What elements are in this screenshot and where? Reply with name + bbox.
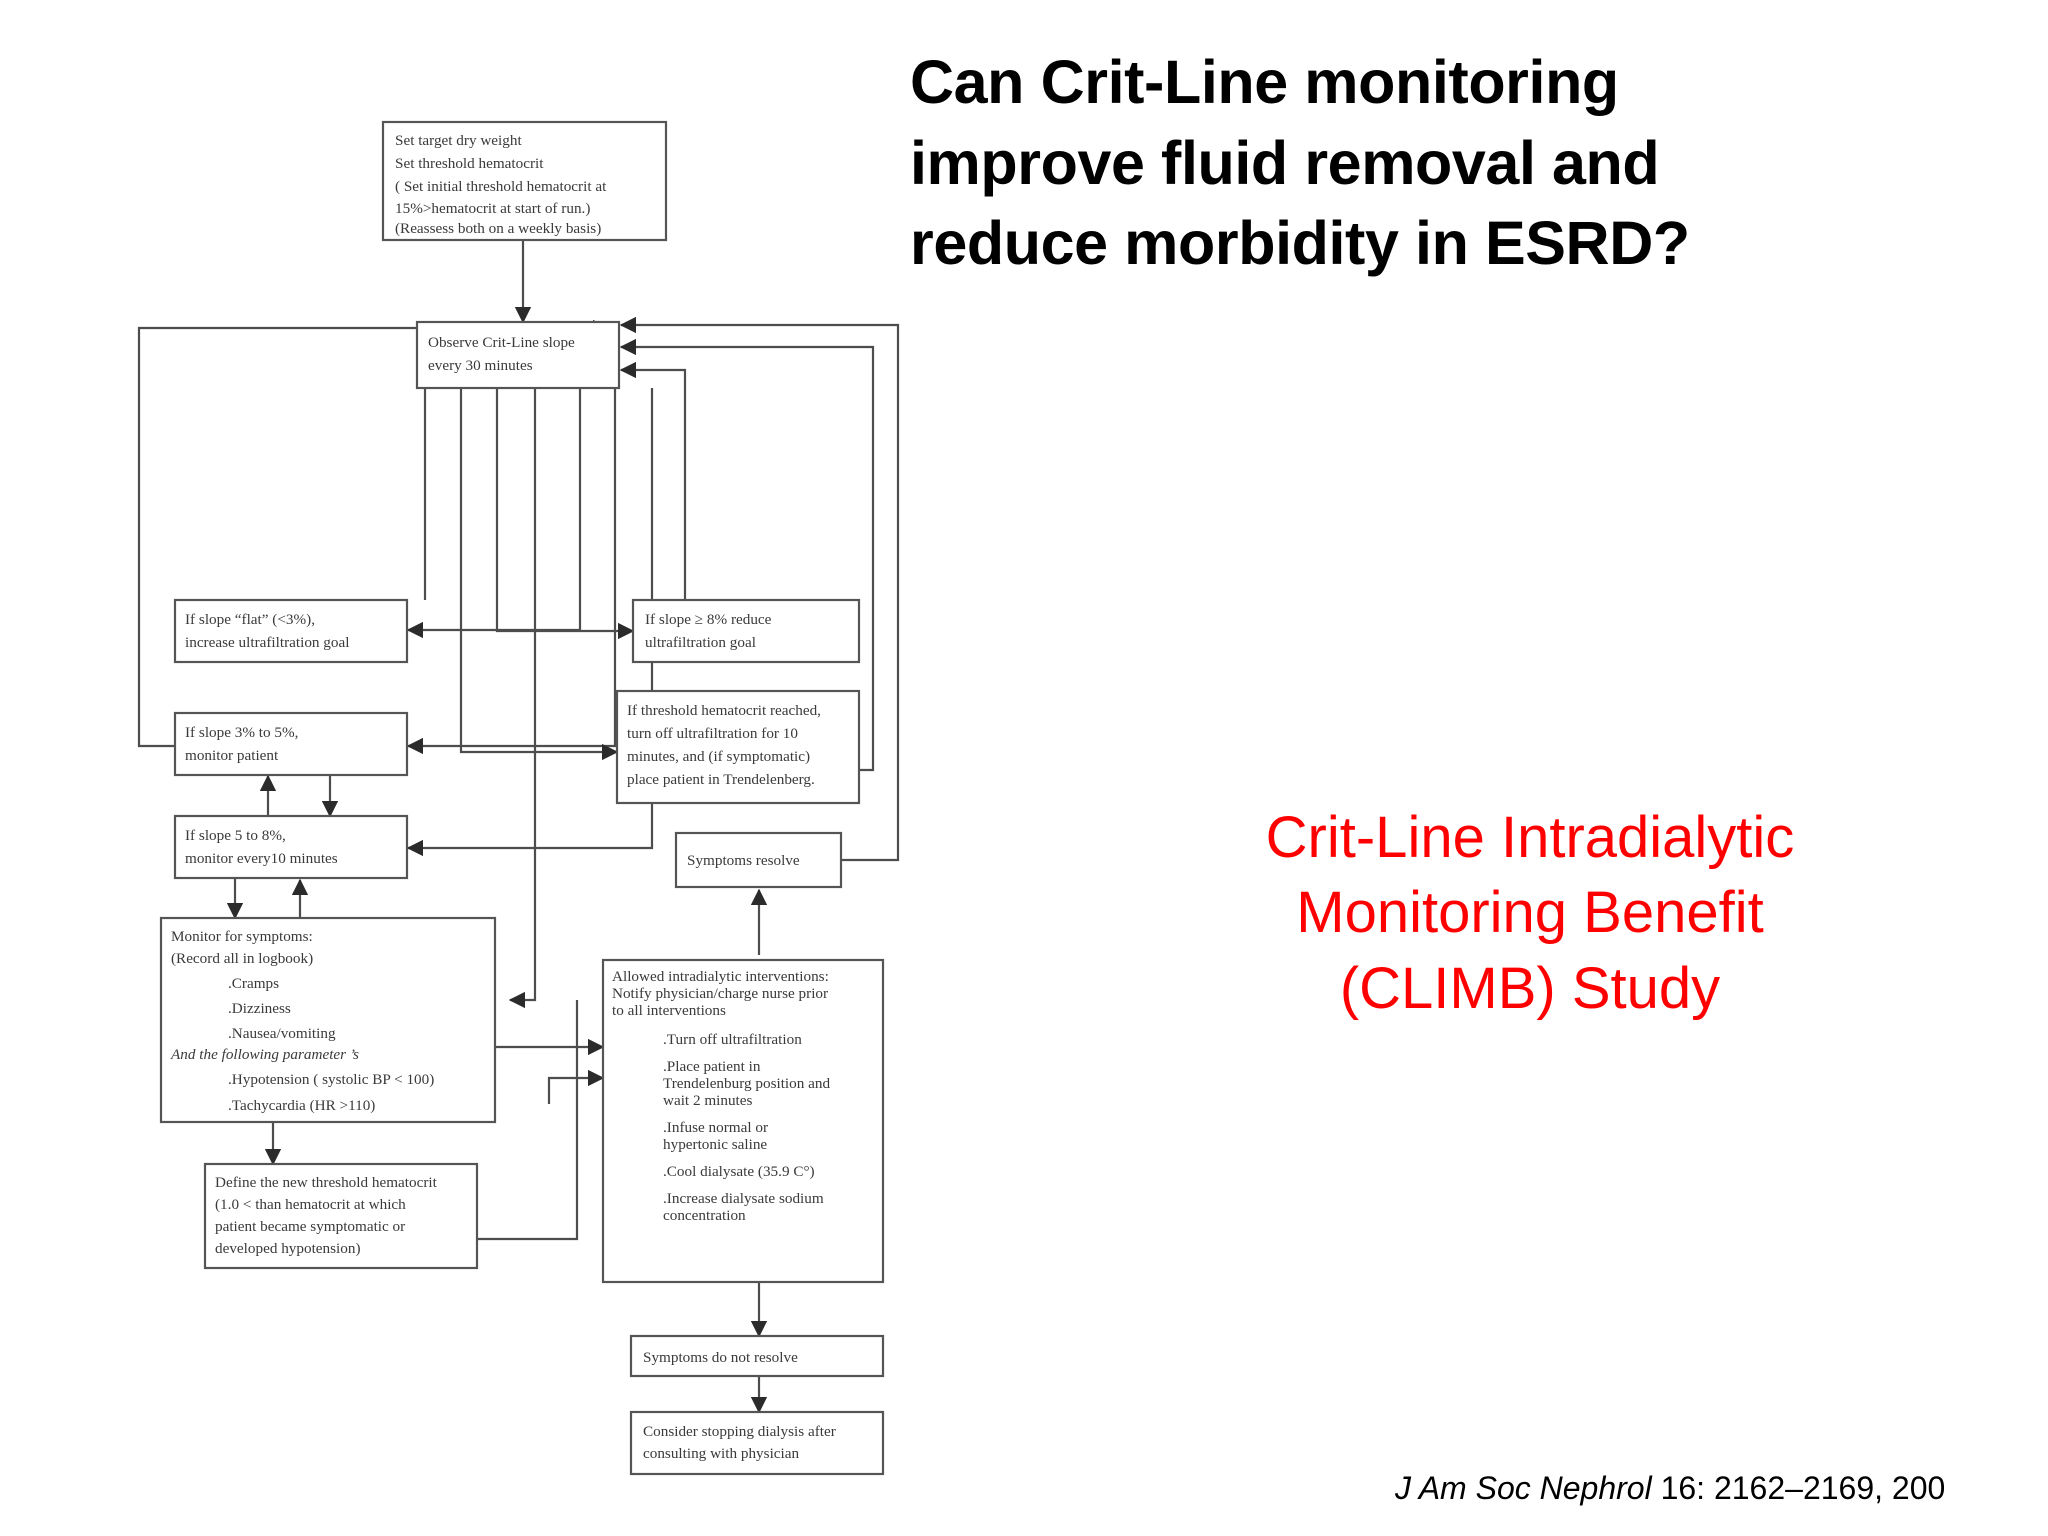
link-3to5-to-observe xyxy=(137,319,610,748)
interventions-line-5: .Place patient in xyxy=(663,1058,761,1075)
slope-3-to-5-box: If slope 3% to 5%, monitor patient xyxy=(173,711,409,777)
consider-line-2: consulting with physician xyxy=(643,1445,799,1462)
monitor-line-7: .Hypotension ( systolic BP < 100) xyxy=(228,1071,434,1088)
define-new-threshold-box: Define the new threshold hematocrit (1.0… xyxy=(203,1162,479,1270)
title-line-3: reduce morbidity in ESRD? xyxy=(910,209,1690,278)
interventions-line-11: .Increase dialysate sodium xyxy=(663,1190,824,1207)
consider-stopping-dialysis-box: Consider stopping dialysis after consult… xyxy=(629,1410,885,1476)
link-observe-to-monitor-symptoms xyxy=(508,388,537,1009)
study-name-line-2: Monitoring Benefit xyxy=(1296,880,1764,946)
interventions-line-3: to all interventions xyxy=(612,1002,726,1019)
observe-slope-box: Observe Crit-Line slope every 30 minutes xyxy=(415,320,621,390)
slope-flat-box: If slope “flat” (<3%), increase ultrafil… xyxy=(173,598,409,664)
five-eight-line-2: monitor every10 minutes xyxy=(185,850,338,867)
set-targets-line-2: Set threshold hematocrit xyxy=(395,155,544,172)
set-targets-line-4: 15%>hematocrit at start of run.) xyxy=(395,200,590,217)
flowchart: Set target dry weight Set threshold hema… xyxy=(0,100,1050,1476)
interventions-line-10: .Cool dialysate (35.9 C°) xyxy=(663,1163,815,1180)
flat-line-1: If slope “flat” (<3%), xyxy=(185,611,315,628)
set-targets-box: Set target dry weight Set threshold hema… xyxy=(381,120,668,242)
link-resolve-to-observe xyxy=(619,316,900,862)
citation-journal: J Am Soc Nephrol xyxy=(1395,1470,1652,1506)
monitor-line-8: .Tachycardia (HR >110) xyxy=(228,1097,375,1114)
interventions-line-8: .Infuse normal or xyxy=(663,1119,768,1136)
title-line-1: Can Crit-Line monitoring xyxy=(910,48,1619,116)
study-name-block: Crit-Line Intradialytic Monitoring Benef… xyxy=(1090,800,1970,1026)
interventions-line-12: concentration xyxy=(663,1207,746,1224)
monitor-line-3: .Cramps xyxy=(228,975,279,992)
interventions-line-1: Allowed intradialytic interventions: xyxy=(612,968,829,985)
monitor-line-4: .Dizziness xyxy=(228,1000,291,1017)
monitor-line-5: .Nausea/vomiting xyxy=(228,1025,336,1042)
symptoms-resolve-line-1: Symptoms resolve xyxy=(687,852,800,869)
interventions-line-9: hypertonic saline xyxy=(663,1136,767,1153)
monitor-line-1: Monitor for symptoms: xyxy=(171,928,313,945)
interventions-line-6: Trendelenburg position and xyxy=(663,1075,830,1092)
observe-line-1: Observe Crit-Line slope xyxy=(428,334,575,351)
set-targets-line-5: (Reassess both on a weekly basis) xyxy=(395,220,601,237)
link-threshold-reached-to-observe xyxy=(619,338,875,772)
set-targets-line-3: ( Set initial threshold hematocrit at xyxy=(395,178,607,195)
interventions-line-7: wait 2 minutes xyxy=(663,1092,753,1109)
slope-ge-8-box: If slope ≥ 8% reduce ultrafiltration goa… xyxy=(631,598,861,664)
link-observe-to-ge8 xyxy=(495,388,635,640)
monitor-line-6: And the following parameter ’s xyxy=(170,1046,359,1063)
threshold-line-3: minutes, and (if symptomatic) xyxy=(627,748,810,765)
threshold-line-1: If threshold hematocrit reached, xyxy=(627,702,821,719)
threshold-line-2: turn off ultrafiltration for 10 xyxy=(627,725,798,742)
three-five-line-2: monitor patient xyxy=(185,747,279,764)
slope-5-to-8-box: If slope 5 to 8%, monitor every10 minute… xyxy=(173,814,409,880)
five-eight-line-1: If slope 5 to 8%, xyxy=(185,827,286,844)
consider-line-1: Consider stopping dialysis after xyxy=(643,1423,836,1440)
link-ge8-to-observe xyxy=(619,361,687,600)
title-line-2: improve fluid removal and xyxy=(910,128,1660,197)
study-name-line-1: Crit-Line Intradialytic xyxy=(1265,805,1795,870)
study-name-line-3: (CLIMB) Study xyxy=(1339,955,1721,1021)
symptoms-do-not-resolve-box: Symptoms do not resolve xyxy=(629,1334,885,1378)
observe-line-2: every 30 minutes xyxy=(428,357,533,374)
define-line-3: patient became symptomatic or xyxy=(215,1218,405,1235)
interventions-line-2: Notify physician/charge nurse prior xyxy=(612,985,828,1002)
citation: J Am Soc Nephrol 16: 2162–2169, 200 xyxy=(1395,1470,1945,1507)
threshold-hematocrit-reached-box: If threshold hematocrit reached, turn of… xyxy=(615,689,861,805)
define-line-1: Define the new threshold hematocrit xyxy=(215,1174,438,1191)
allowed-interventions-box: Allowed intradialytic interventions: Not… xyxy=(601,958,885,1284)
link-monitor-to-interventions-b xyxy=(547,1069,605,1104)
monitor-for-symptoms-box: Monitor for symptoms: (Record all in log… xyxy=(159,916,497,1124)
link-define-threshold-up xyxy=(477,1000,579,1241)
citation-rest: 16: 2162–2169, 200 xyxy=(1651,1470,1946,1506)
link-observe-to-5to8 xyxy=(406,388,654,857)
set-targets-line-1: Set target dry weight xyxy=(395,132,522,149)
threshold-line-4: place patient in Trendelenberg. xyxy=(627,771,815,788)
ge-eight-line-2: ultrafiltration goal xyxy=(645,634,756,651)
link-observe-to-flat xyxy=(406,388,582,639)
page-title: Can Crit-Line monitoring improve fluid r… xyxy=(910,42,2020,284)
monitor-line-2: (Record all in logbook) xyxy=(171,950,313,967)
flat-line-2: increase ultrafiltration goal xyxy=(185,634,349,651)
flow-connectors xyxy=(137,240,900,1414)
link-observe-to-threshold-reached xyxy=(459,388,619,761)
link-observe-to-3to5 xyxy=(406,388,617,755)
interventions-line-4: .Turn off ultrafiltration xyxy=(663,1031,802,1048)
three-five-line-1: If slope 3% to 5%, xyxy=(185,724,298,741)
not-resolve-line-1: Symptoms do not resolve xyxy=(643,1349,798,1366)
symptoms-resolve-box: Symptoms resolve xyxy=(674,831,843,889)
ge-eight-line-1: If slope ≥ 8% reduce xyxy=(645,611,772,628)
define-line-4: developed hypotension) xyxy=(215,1240,361,1257)
define-line-2: (1.0 < than hematocrit at which xyxy=(215,1196,406,1213)
